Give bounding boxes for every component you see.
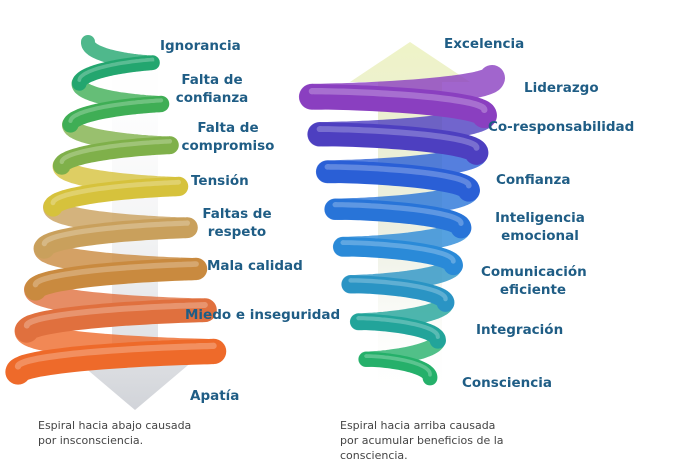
- left-caption-line-2: por insconsciencia.: [38, 434, 144, 447]
- right-spiral-band-6-front: [350, 313, 446, 349]
- right-spiral-highlight-3: [332, 201, 464, 227]
- right-spiral-highlight-2: [324, 163, 472, 189]
- label-ignorancia: Ignorancia: [160, 38, 241, 54]
- right-spiral-band-4-front: [333, 237, 463, 276]
- label-inteligencia-emocional: Inteligencia emocional: [495, 210, 585, 244]
- label-confianza: Confianza: [496, 172, 571, 188]
- right-caption: Espiral hacia arriba causada por acumula…: [340, 418, 504, 463]
- label-integracion: Integración: [476, 322, 564, 338]
- right-spiral-band-1-front: [307, 122, 489, 165]
- label-mala-calidad: Mala calidad: [207, 258, 303, 274]
- right-spiral-highlight-4: [340, 240, 456, 264]
- left-spiral-highlight-2: [59, 139, 173, 165]
- right-spiral-band-7-front: [358, 351, 438, 386]
- left-spiral-highlight-6: [23, 301, 208, 329]
- label-miedo-e-inseguridad: Miedo e inseguridad: [185, 307, 341, 323]
- left-spiral-highlight-3: [50, 179, 182, 206]
- left-spiral-highlight-5: [32, 261, 199, 288]
- right-spiral-band-0-front: [299, 84, 497, 129]
- right-spiral-band-3-front: [324, 198, 472, 239]
- right-spiral-band-2-front: [316, 160, 480, 202]
- left-spiral-band-0-front: [71, 55, 160, 91]
- left-spiral-band-6-front: [14, 298, 217, 343]
- right-spiral-band-5-front: [341, 275, 455, 312]
- left-spiral-highlight-0: [77, 57, 155, 82]
- right-spiral-highlight-5: [348, 278, 448, 302]
- label-faltas-de-respeto: Faltas de respeto: [202, 206, 272, 240]
- right-caption-line-3: consciencia.: [340, 449, 408, 462]
- label-falta-de-confianza: Falta de confianza: [175, 72, 249, 106]
- right-caption-line-2: por acumular beneficios de la: [340, 434, 504, 447]
- right-spiral-highlight-7: [364, 354, 432, 377]
- label-excelencia: Excelencia: [444, 36, 525, 52]
- left-spiral-band-3-front: [43, 176, 189, 217]
- right-spiral-highlight-0: [308, 87, 488, 114]
- left-spiral-highlight-4: [41, 220, 190, 247]
- label-falta-de-compromiso: Falta de compromiso: [181, 120, 275, 154]
- left-spiral-band-2-front: [52, 136, 179, 175]
- left-spiral-band-5-front: [24, 257, 208, 301]
- left-caption: Espiral hacia abajo causada por insconsc…: [38, 418, 191, 448]
- label-liderazgo: Liderazgo: [524, 80, 599, 96]
- label-consciencia: Consciencia: [462, 375, 552, 391]
- label-co-responsabilidad: Co-responsabilidad: [488, 119, 635, 135]
- left-spiral-highlight-1: [68, 98, 164, 123]
- right-caption-line-1: Espiral hacia arriba causada: [340, 419, 496, 432]
- left-spiral-band-7-front: [5, 338, 227, 385]
- left-spiral-highlight-7: [14, 342, 217, 370]
- left-spiral-band-4-front: [33, 217, 198, 259]
- label-tension: Tensión: [191, 173, 249, 189]
- left-spiral-band-1-front: [62, 95, 170, 133]
- right-spiral-highlight-1: [316, 126, 480, 151]
- label-comunicacion-eficiente: Comunicación eficiente: [481, 264, 587, 298]
- right-spiral-highlight-6: [356, 316, 440, 339]
- left-caption-line-1: Espiral hacia abajo causada: [38, 419, 192, 432]
- label-apatia: Apatía: [190, 388, 240, 404]
